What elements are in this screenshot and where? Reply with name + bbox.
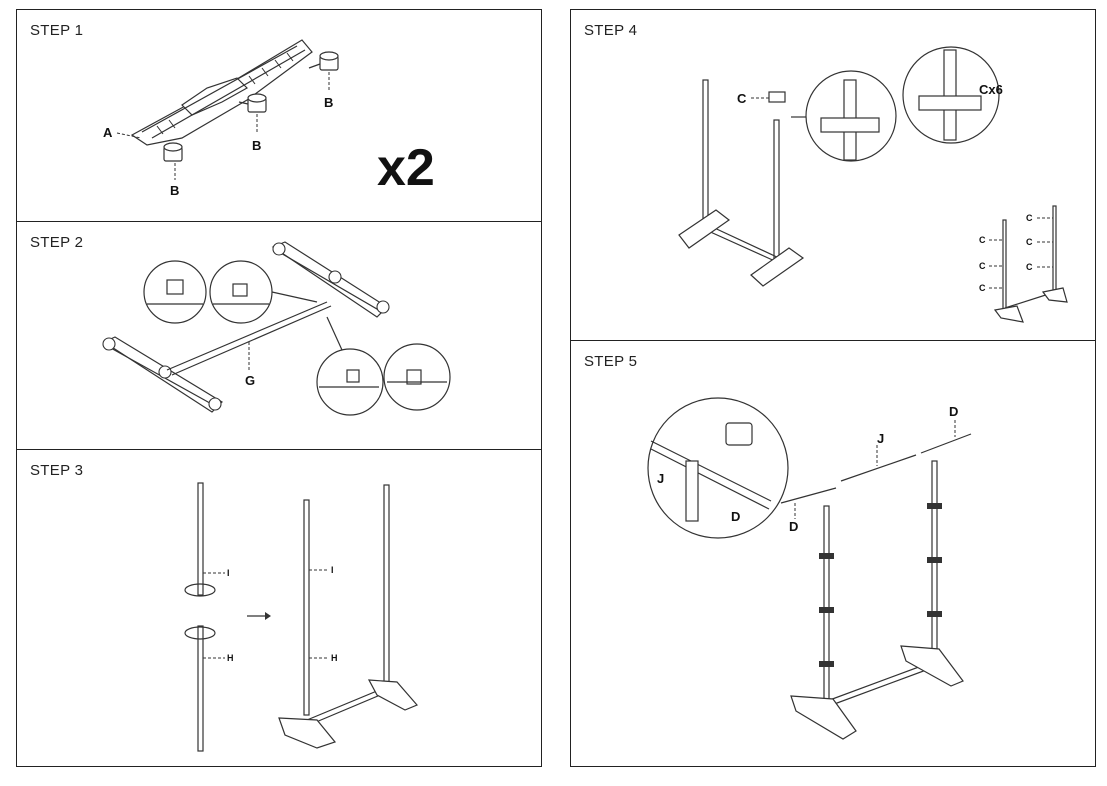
caster-b-2 — [238, 93, 267, 113]
label-b-2: B — [252, 138, 261, 153]
pole-i-h-separate — [184, 482, 216, 752]
caster-b-3 — [163, 142, 183, 162]
step-5-frame — [790, 460, 964, 740]
label-b-3: B — [170, 183, 179, 198]
label-i-2: I — [331, 565, 334, 575]
step-4-overview — [993, 205, 1068, 323]
quantity-x2: x2 — [377, 139, 435, 197]
label-b-1: B — [324, 95, 333, 110]
step-1-panel: STEP 1 — [16, 9, 542, 222]
step-4-panel: STEP 4 C Cx6 — [570, 9, 1096, 341]
detail-circle-3 — [316, 348, 384, 416]
label-c-3: C — [979, 283, 986, 293]
step-2-illustration: G — [102, 241, 451, 416]
caster-b-1 — [308, 51, 339, 71]
detail-joint — [647, 397, 789, 539]
step-5-illustration: J D J D D — [647, 397, 972, 740]
label-j-2: J — [877, 431, 884, 446]
step-2-panel: STEP 2 G — [16, 221, 542, 450]
step-4-illustration: C Cx6 C C C C C C — [678, 46, 1068, 323]
step-4-frame — [678, 79, 805, 287]
label-h-1: H — [227, 653, 234, 663]
label-h-2: H — [331, 653, 338, 663]
label-cx6: Cx6 — [979, 82, 1003, 97]
label-j-1: J — [657, 471, 664, 486]
label-c: C — [737, 91, 747, 106]
label-d-3: D — [949, 404, 958, 419]
step-1-title: STEP 1 — [30, 22, 84, 39]
assembled-frame — [278, 484, 418, 749]
detail-clip-closed — [902, 46, 1000, 144]
label-c-5: C — [1026, 237, 1033, 247]
detail-circle-2 — [209, 260, 273, 324]
step-3-title: STEP 3 — [30, 462, 84, 479]
label-c-4: C — [1026, 213, 1033, 223]
step-3-panel: STEP 3 I H I H — [16, 449, 542, 767]
label-c-6: C — [1026, 262, 1033, 272]
detail-circle-1 — [143, 260, 207, 324]
label-d-1: D — [731, 509, 740, 524]
step-4-title: STEP 4 — [584, 22, 638, 39]
detail-clip-rotate — [805, 70, 897, 162]
detail-circle-4 — [383, 343, 451, 411]
step-3-illustration: I H I H — [184, 482, 418, 752]
label-a: A — [103, 125, 113, 140]
step-2-title: STEP 2 — [30, 234, 84, 251]
bar-g-drawing — [166, 301, 328, 371]
label-i-1: I — [227, 568, 230, 578]
label-c-2: C — [979, 261, 986, 271]
base-part-a-drawing — [130, 39, 313, 146]
label-d-2: D — [789, 519, 798, 534]
label-g: G — [245, 373, 255, 388]
step-1-illustration: A B B B x2 — [103, 39, 435, 198]
step-5-panel: STEP 5 J D J D D — [570, 340, 1096, 767]
step-5-title: STEP 5 — [584, 353, 638, 370]
label-c-1: C — [979, 235, 986, 245]
bar-j-drawing — [840, 454, 917, 482]
